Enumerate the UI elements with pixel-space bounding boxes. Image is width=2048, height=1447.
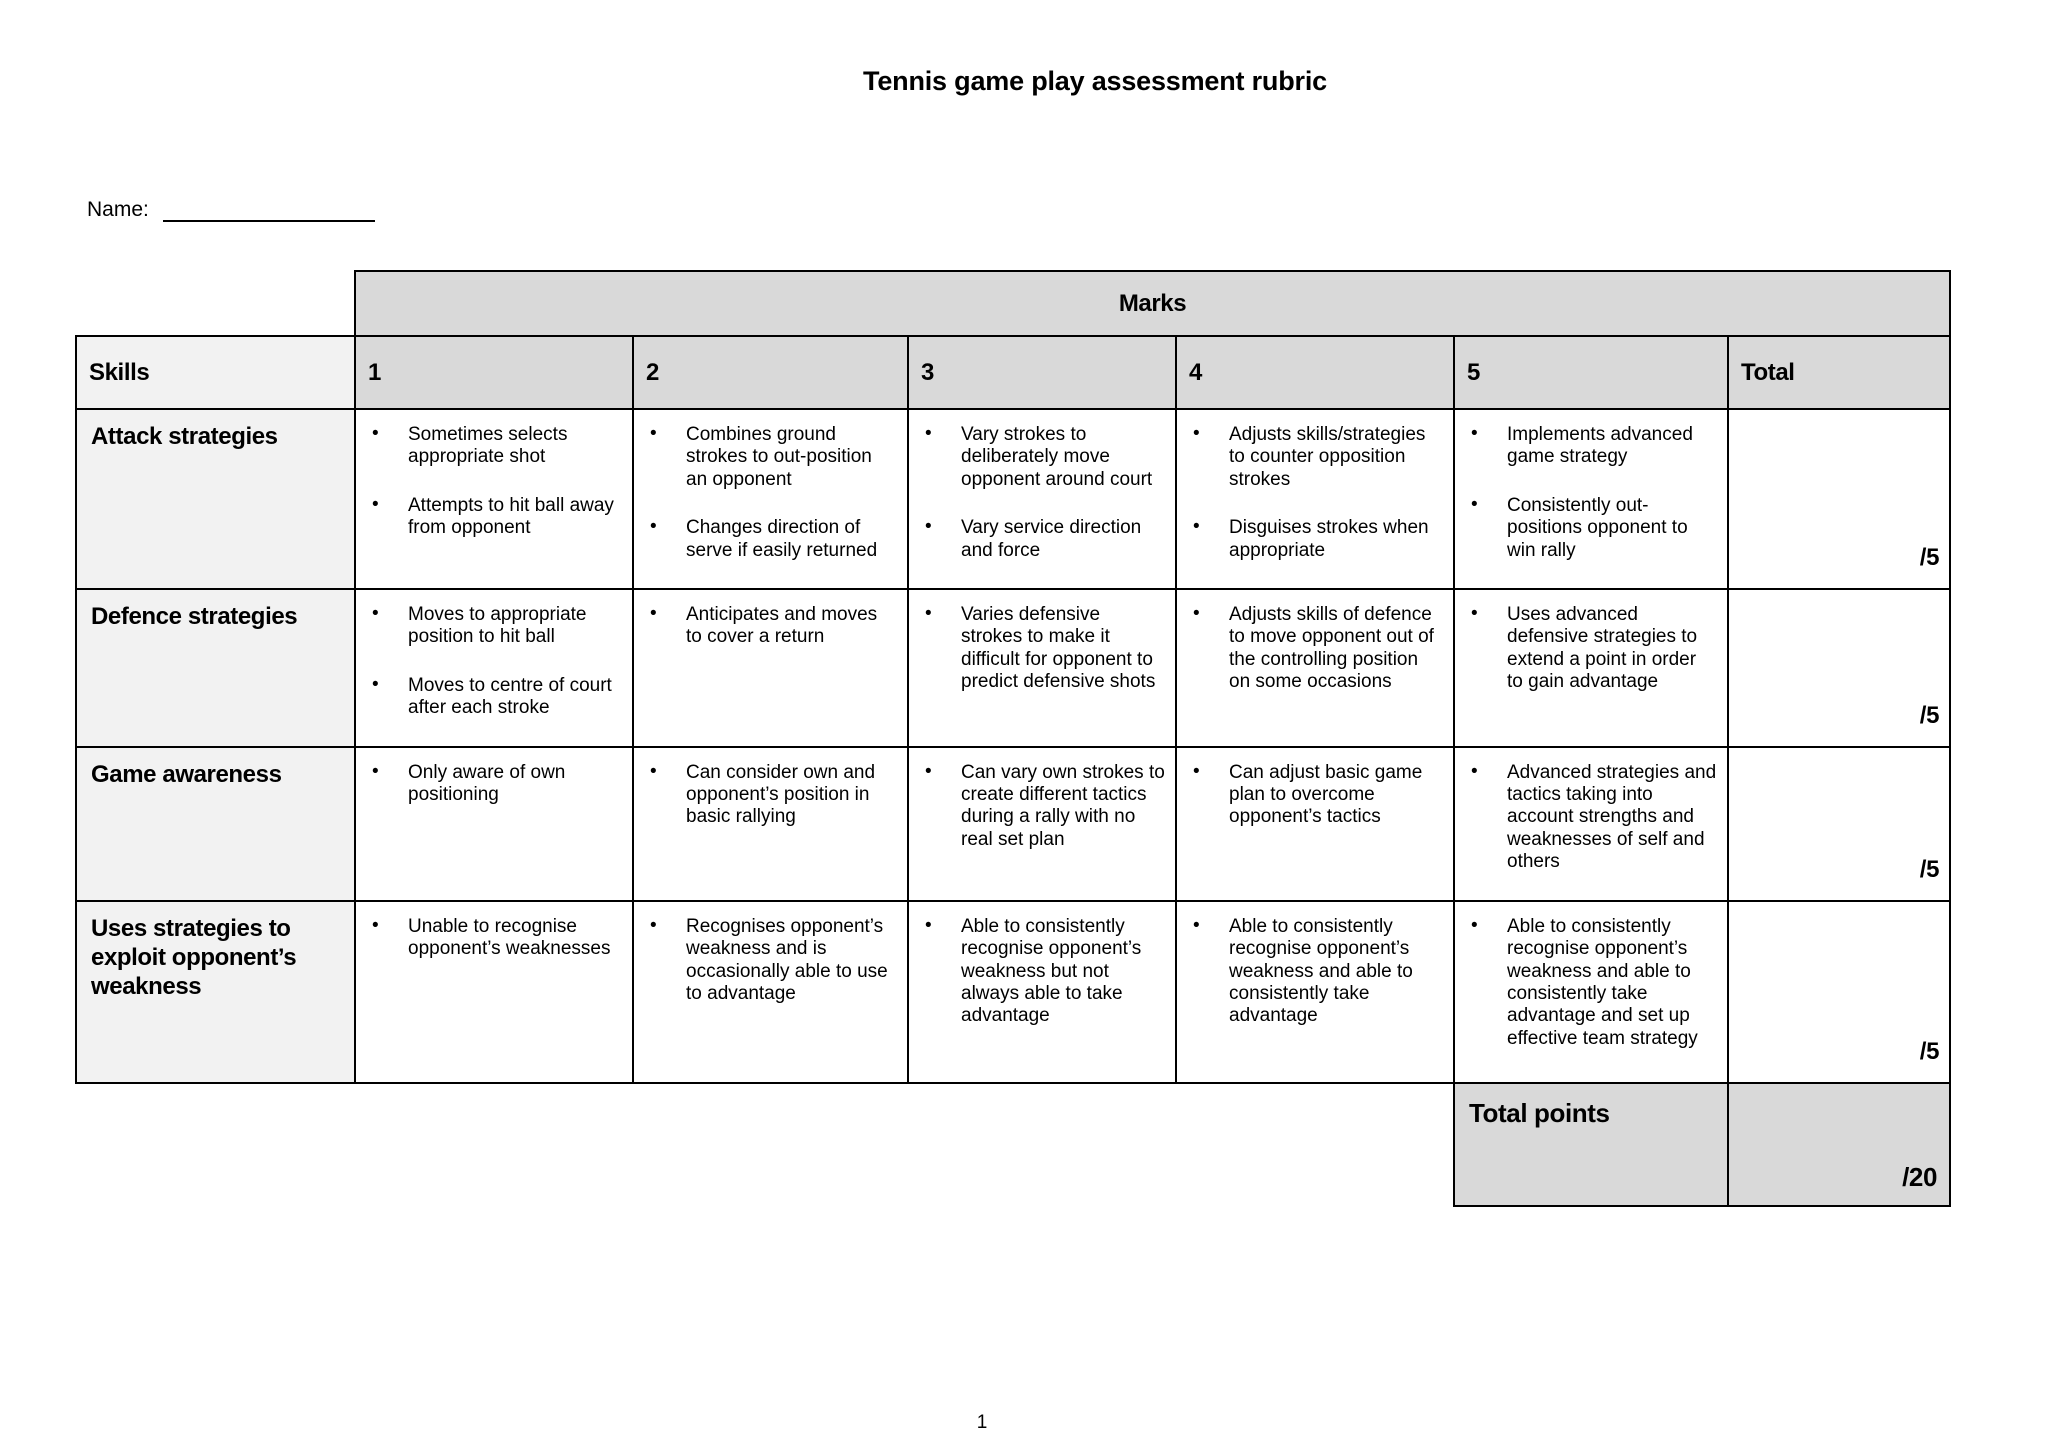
criteria-list: Sometimes selects appropriate shotAttemp…	[357, 423, 631, 540]
criterion: Able to consistently recognise opponent’…	[1193, 915, 1443, 1028]
criteria-cell: Recognises opponent’s weakness and is oc…	[632, 899, 909, 1084]
skill-name: Game awareness	[75, 745, 356, 902]
criterion: Uses advanced defensive strategies to ex…	[1471, 603, 1717, 694]
criterion: Can adjust basic game plan to overcome o…	[1193, 761, 1443, 829]
criteria-cell: Vary strokes to deliberately move oppone…	[907, 407, 1177, 591]
criterion: Disguises strokes when appropriate	[1193, 516, 1443, 562]
column-header-skills: Skills	[75, 335, 356, 410]
total-points-row: Total points /20	[76, 1081, 1952, 1207]
criterion: Sometimes selects appropriate shot	[372, 423, 622, 469]
criteria-list: Able to consistently recognise opponent’…	[1456, 915, 1726, 1050]
criteria-cell: Can adjust basic game plan to overcome o…	[1175, 745, 1455, 902]
criteria-cell: Only aware of own positioning	[354, 745, 634, 902]
empty-corner-cell	[76, 271, 355, 336]
criteria-list: Implements advanced game strategyConsist…	[1456, 423, 1726, 562]
name-label: Name:	[87, 198, 149, 221]
criteria-cell: Able to consistently recognise opponent’…	[907, 899, 1177, 1084]
row-total-cell: /5	[1726, 899, 1952, 1084]
criteria-cell: Can consider own and opponent’s position…	[632, 745, 909, 902]
criteria-list: Able to consistently recognise opponent’…	[910, 915, 1174, 1028]
criterion: Can consider own and opponent’s position…	[650, 761, 897, 829]
criteria-cell: Varies defensive strokes to make it diff…	[907, 588, 1177, 748]
marks-header-row: Marks	[76, 270, 1952, 337]
criteria-list: Adjusts skills of defence to move oppone…	[1178, 603, 1452, 694]
criteria-cell: Combines ground strokes to out-position …	[632, 407, 909, 591]
criterion: Adjusts skills of defence to move oppone…	[1193, 603, 1443, 694]
criteria-list: Can consider own and opponent’s position…	[635, 761, 906, 829]
column-header-3: 3	[907, 335, 1177, 410]
criterion: Recognises opponent’s weakness and is oc…	[650, 915, 897, 1006]
criteria-list: Can vary own strokes to create different…	[910, 761, 1174, 852]
criteria-cell: Implements advanced game strategyConsist…	[1453, 407, 1729, 591]
criterion: Moves to centre of court after each stro…	[372, 674, 622, 720]
criteria-list: Anticipates and moves to cover a return	[635, 603, 906, 649]
criteria-list: Can adjust basic game plan to overcome o…	[1178, 761, 1452, 829]
criteria-list: Moves to appropriate position to hit bal…	[357, 603, 631, 720]
criterion: Vary strokes to deliberately move oppone…	[925, 423, 1165, 491]
criterion: Unable to recognise opponent’s weaknesse…	[372, 915, 622, 961]
criteria-cell: Unable to recognise opponent’s weaknesse…	[354, 899, 634, 1084]
criteria-cell: Advanced strategies and tactics taking i…	[1453, 745, 1729, 902]
criteria-cell: Anticipates and moves to cover a return	[632, 588, 909, 748]
criteria-list: Recognises opponent’s weakness and is oc…	[635, 915, 906, 1006]
page-title: Tennis game play assessment rubric	[863, 66, 1327, 96]
criterion: Only aware of own positioning	[372, 761, 622, 807]
criteria-list: Varies defensive strokes to make it diff…	[910, 603, 1174, 694]
row-total-cell: /5	[1726, 588, 1952, 748]
criterion: Adjusts skills/strategies to counter opp…	[1193, 423, 1443, 491]
criterion: Advanced strategies and tactics taking i…	[1471, 761, 1717, 874]
criteria-cell: Able to consistently recognise opponent’…	[1175, 899, 1455, 1084]
name-row: Name:	[87, 198, 375, 222]
total-points-value: /20	[1726, 1081, 1952, 1207]
criterion: Able to consistently recognise opponent’…	[1471, 915, 1717, 1050]
criterion: Can vary own strokes to create different…	[925, 761, 1165, 852]
criterion: Varies defensive strokes to make it diff…	[925, 603, 1165, 694]
criteria-list: Adjusts skills/strategies to counter opp…	[1178, 423, 1452, 562]
row-total-cell: /5	[1726, 745, 1952, 902]
criteria-cell: Adjusts skills/strategies to counter opp…	[1175, 407, 1455, 591]
table-row-game-awareness: Game awareness Only aware of own positio…	[75, 745, 1952, 902]
column-header-row: Skills 1 2 3 4 5 Total	[75, 335, 1952, 410]
column-header-2: 2	[632, 335, 909, 410]
page-number: 1	[976, 1412, 988, 1433]
criterion: Changes direction of serve if easily ret…	[650, 516, 897, 562]
criterion: Moves to appropriate position to hit bal…	[372, 603, 622, 649]
criterion: Consistently out-positions opponent to w…	[1471, 494, 1717, 562]
column-header-1: 1	[354, 335, 634, 410]
skill-name: Uses strategies to exploit opponent’s we…	[75, 899, 356, 1084]
criterion: Anticipates and moves to cover a return	[650, 603, 897, 649]
criteria-cell: Uses advanced defensive strategies to ex…	[1453, 588, 1729, 748]
criterion: Implements advanced game strategy	[1471, 423, 1717, 469]
row-total-cell: /5	[1726, 407, 1952, 591]
table-row-attack-strategies: Attack strategies Sometimes selects appr…	[75, 407, 1952, 591]
criteria-list: Only aware of own positioning	[357, 761, 631, 807]
column-header-5: 5	[1453, 335, 1729, 410]
criteria-cell: Able to consistently recognise opponent’…	[1453, 899, 1729, 1084]
criteria-cell: Adjusts skills of defence to move oppone…	[1175, 588, 1455, 748]
skill-name: Defence strategies	[75, 588, 356, 748]
column-header-4: 4	[1175, 335, 1455, 410]
skill-name: Attack strategies	[75, 407, 356, 591]
table-row-defence-strategies: Defence strategies Moves to appropriate …	[75, 588, 1952, 748]
criteria-cell: Can vary own strokes to create different…	[907, 745, 1177, 902]
criterion: Vary service direction and force	[925, 516, 1165, 562]
empty-bottom-cell	[76, 1082, 1454, 1206]
criteria-list: Uses advanced defensive strategies to ex…	[1456, 603, 1726, 694]
criteria-list: Combines ground strokes to out-position …	[635, 423, 906, 562]
name-blank-line	[162, 198, 375, 222]
criteria-list: Unable to recognise opponent’s weaknesse…	[357, 915, 631, 961]
criterion: Combines ground strokes to out-position …	[650, 423, 897, 491]
criteria-list: Advanced strategies and tactics taking i…	[1456, 761, 1726, 874]
criteria-list: Able to consistently recognise opponent’…	[1178, 915, 1452, 1028]
criteria-cell: Moves to appropriate position to hit bal…	[354, 588, 634, 748]
column-header-total: Total	[1726, 335, 1952, 410]
total-points-label: Total points	[1453, 1081, 1729, 1207]
criterion: Attempts to hit ball away from opponent	[372, 494, 622, 540]
marks-header-cell: Marks	[353, 270, 1952, 337]
criteria-list: Vary strokes to deliberately move oppone…	[910, 423, 1174, 562]
table-row-exploit-weakness: Uses strategies to exploit opponent’s we…	[75, 899, 1952, 1084]
criterion: Able to consistently recognise opponent’…	[925, 915, 1165, 1028]
assessment-rubric-table: Marks Skills 1 2 3 4 5 Total Attack stra…	[75, 270, 1952, 1207]
criteria-cell: Sometimes selects appropriate shotAttemp…	[354, 407, 634, 591]
